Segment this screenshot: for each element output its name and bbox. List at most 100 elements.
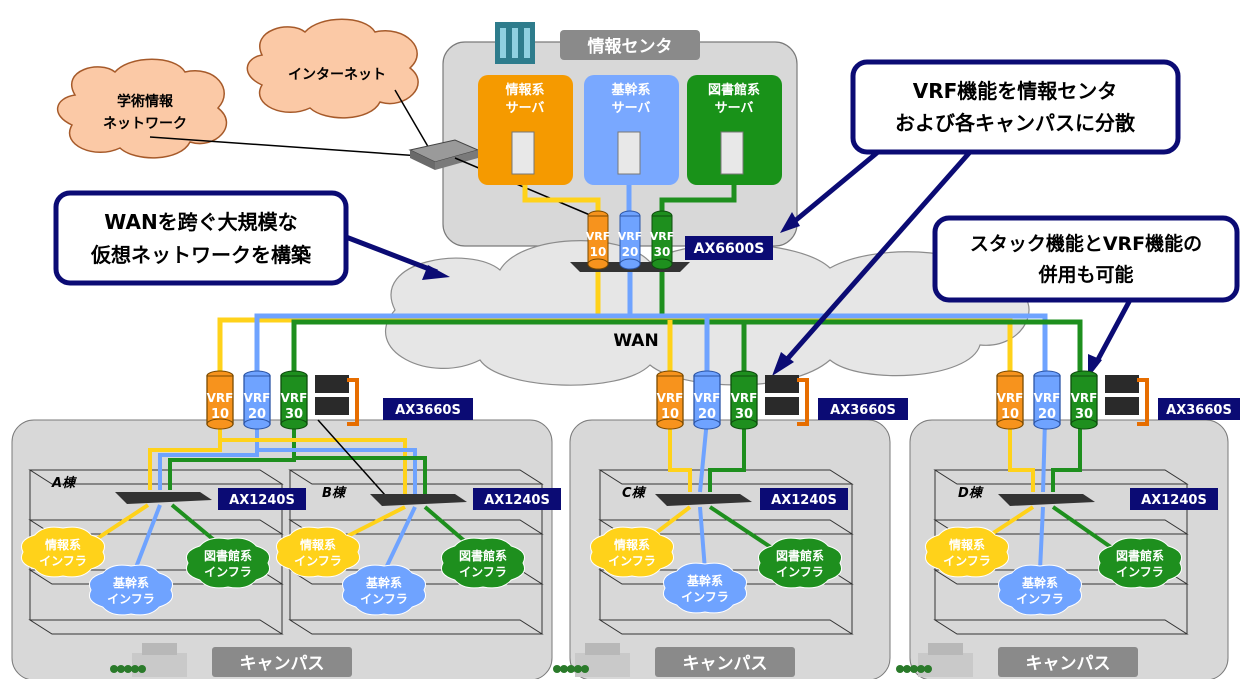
building-shape [918,653,973,677]
vrf-number: 20 [1038,407,1056,422]
edge-switch-label: AX1240S [229,493,295,508]
library-server-box: 図書館系 サーバ [687,75,782,185]
academic-network-label-1: 学術情報 [117,93,174,110]
blue-trunk [254,313,1048,378]
yellow-link [1008,420,1035,492]
callout-arrowhead [422,265,450,280]
campus-box [909,419,1229,679]
core-switch-label: AX6600S [694,241,765,257]
core-infra-cloud-label-2: インフラ [360,592,408,606]
stack-cable [347,378,359,426]
blue-link [698,419,709,493]
building-shape [132,653,187,677]
edge-switch-icon [998,494,1095,506]
stack-switch-icon [1105,397,1139,415]
vrf-label: VRF [207,391,234,405]
green-link [708,420,746,492]
callout-arrow [788,150,880,227]
library-infra-cloud-label-1: 図書館系 [459,548,507,563]
yellow-link [668,420,692,492]
vrf-label: VRF [281,391,308,405]
green-link [1051,505,1117,552]
tree-shape [574,665,582,673]
blue-link [1038,506,1045,571]
tree-shape [560,665,568,673]
tree-shape [896,665,904,673]
server-icon [720,131,744,175]
green-link [294,456,427,495]
vrf-number: 30 [285,407,303,422]
info-server-box: 情報系 サーバ [478,75,573,185]
callout-wan: WANを跨ぐ大規模な 仮想ネットワークを構築 [53,190,349,286]
edge-switch-label-box [218,488,306,510]
core-infra-cloud-label-1: 基幹系 [1021,575,1058,590]
library-infra-cloud [757,537,843,589]
info-infra-cloud-label-1: 情報系 [300,537,336,552]
vrf-label: VRF [650,230,675,243]
library-infra-cloud [185,537,271,589]
core-infra-cloud-label-1: 基幹系 [686,573,723,588]
internet-label: インターネット [288,67,386,83]
campus-title-box [212,647,352,677]
core-server-label-2: サーバ [612,101,651,116]
library-infra-cloud [440,537,526,589]
edge-switch-label-box [760,488,848,510]
stack-switch-icon [1105,375,1139,393]
info-infra-cloud-label-2: インフラ [943,554,991,568]
callout-arrowhead [772,352,794,376]
vrf-number: 20 [698,407,716,422]
vrf-label: VRF [731,391,758,405]
tree-shape [138,665,146,673]
info-infra-cloud-label-2: インフラ [294,554,342,568]
green-trunk [291,319,1083,380]
tree-shape [924,665,932,673]
info-infra-cloud-label-2: インフラ [39,554,87,568]
library-infra-cloud-label-2: インフラ [459,565,507,579]
library-infra-cloud-label-2: インフラ [1116,565,1164,579]
tree-shape [124,665,132,673]
callout-arrow [780,150,972,367]
info-center-building-icon [495,22,535,64]
tree-shape [117,665,125,673]
blue-link [698,506,707,571]
building-shape [575,653,630,677]
info-center-title-box [560,30,700,60]
building-label: A棟 [51,475,77,491]
tree-shape [917,665,925,673]
building-label: B棟 [322,485,347,501]
vrf-number: 10 [1001,407,1019,422]
library-infra-cloud-label-2: インフラ [204,565,252,579]
stack-cable [1137,378,1149,426]
callout-arrowhead [780,212,800,233]
wan-label: WAN [613,331,658,351]
academic-network-label-2: ネットワーク [103,116,187,132]
callout-vrf-distribution: VRF機能を情報センタ および各キャンパスに分散 [850,59,1181,155]
info-server-label-1: 情報系 [505,82,544,98]
vrf-number: 30 [654,245,671,259]
building-label: C棟 [622,485,647,501]
tree-shape [581,665,589,673]
blue-link [158,420,259,490]
campus-switch-label-box [383,398,473,420]
info-infra-cloud [275,526,361,578]
vrf-label: VRF [618,230,643,243]
edge-switch-icon [370,494,467,506]
campus-switch-label-box [818,398,908,420]
core-server-label-1: 基幹系 [610,82,650,98]
stack-switch-icon [765,375,799,393]
campus-title: キャンパス [683,654,768,674]
green-link [708,505,777,552]
callout-text: 仮想ネットワークを構築 [90,243,312,267]
building-shape [928,643,963,655]
blue-link [133,504,162,571]
campus-switch-label: AX3660S [1166,403,1232,418]
building-shape [585,643,620,655]
blue-link [383,506,417,571]
tree-shape [131,665,139,673]
campus-switch-label: AX3660S [830,403,896,418]
core-infra-cloud-label-2: インフラ [107,592,155,606]
